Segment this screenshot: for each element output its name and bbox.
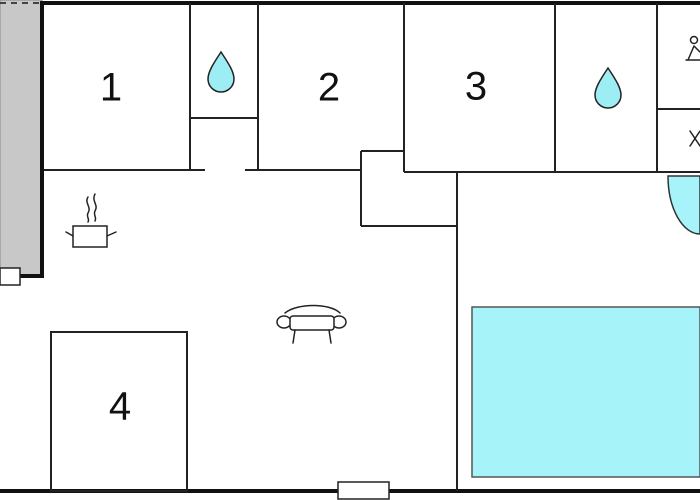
cooking-pot-icon	[65, 193, 117, 248]
room-label-1: 1	[100, 66, 122, 110]
sofa-icon	[276, 304, 347, 344]
window-left	[0, 267, 21, 286]
water-drop-icon	[207, 50, 235, 93]
room-label-2: 2	[318, 66, 340, 110]
pool	[471, 306, 700, 478]
room-4-outline	[50, 331, 188, 492]
interior-walls	[44, 3, 700, 491]
room-label-4: 4	[109, 385, 131, 429]
window-bottom	[337, 481, 390, 500]
room-label-3: 3	[465, 65, 487, 109]
sauna-person-icon	[685, 35, 700, 61]
door-swing	[667, 175, 700, 235]
exterior-strip	[0, 0, 43, 277]
cross-mark-icon	[689, 130, 700, 147]
water-drop-icon	[594, 66, 622, 109]
